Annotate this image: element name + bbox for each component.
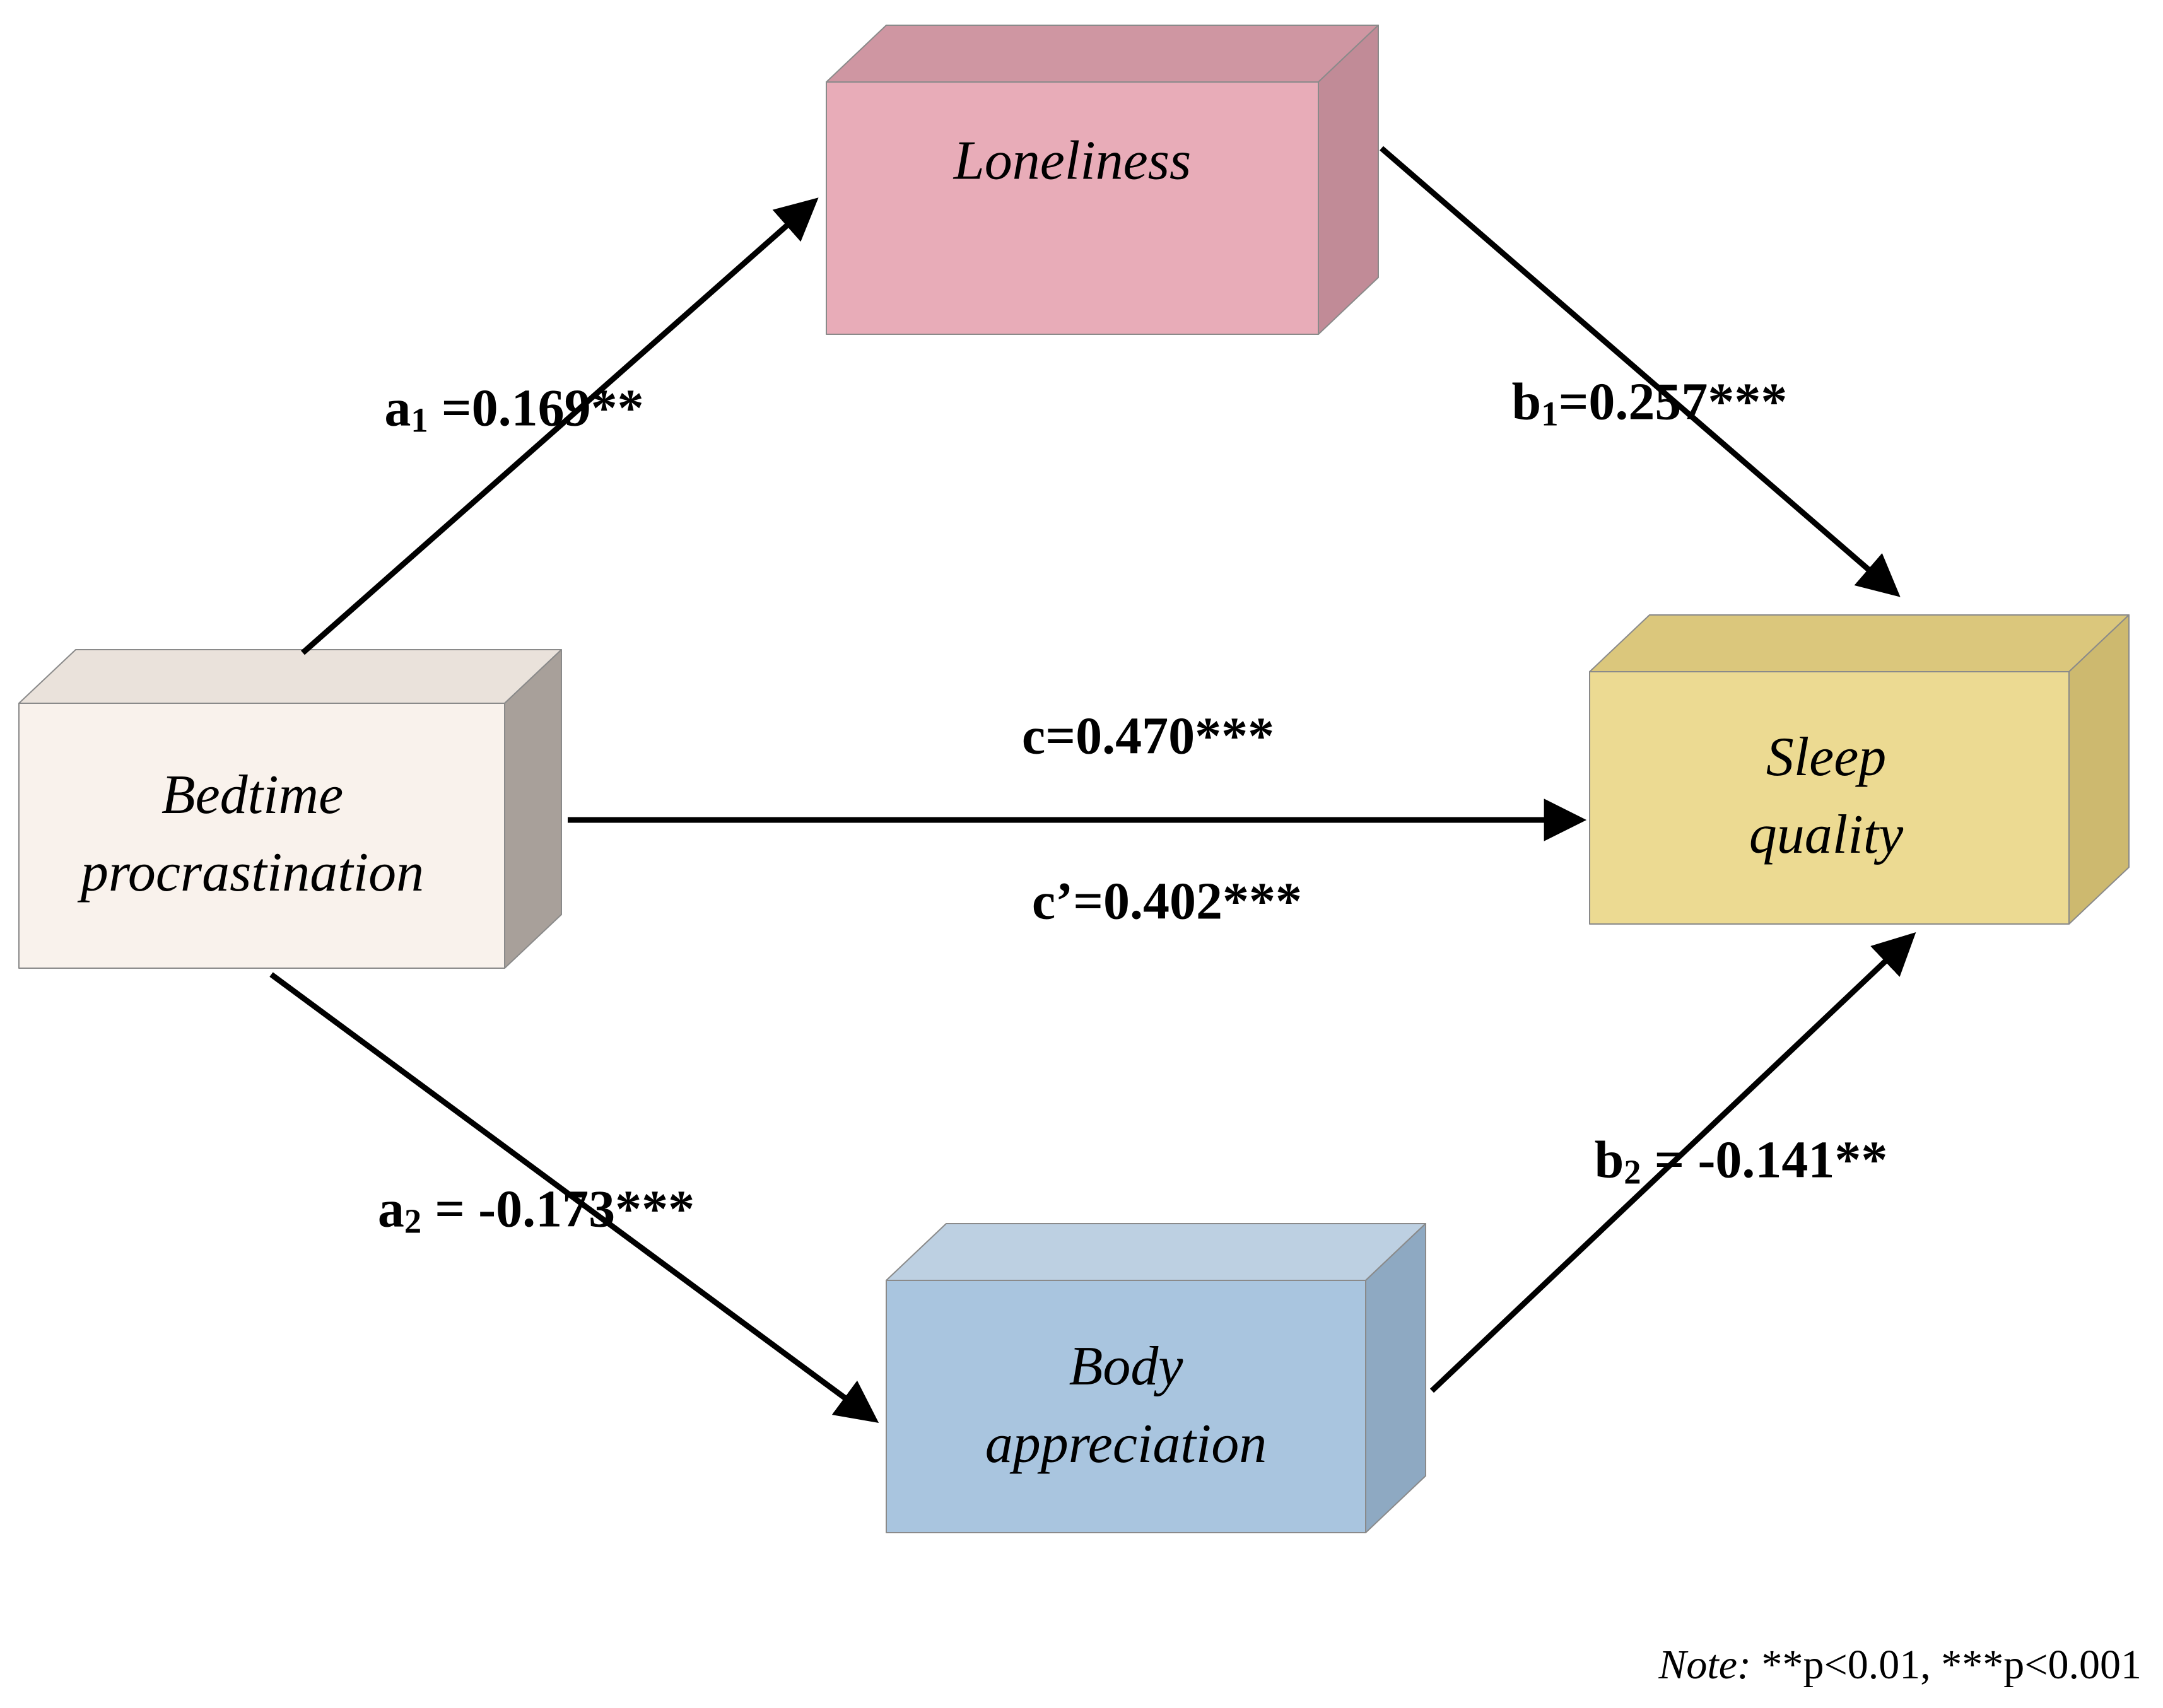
bedtime-procrastination-box [18, 649, 562, 969]
path-b2-arrow [1429, 932, 1916, 1393]
note-text: Note: **p<0.01, ***p<0.001 [1658, 1641, 2142, 1689]
body-box-top-face [886, 1223, 1426, 1281]
sleep-box-top-face [1589, 614, 2130, 672]
a1-var: a [384, 378, 411, 438]
b2-value: = -0.141** [1641, 1130, 1888, 1190]
bedtime-label-line1: Bedtime [161, 764, 344, 826]
a1-value: =0.169** [428, 378, 644, 438]
path-b1-label: b1=0.257*** [1512, 371, 1788, 434]
sleep-label-line2: quality [1749, 804, 1904, 865]
a2-sub: 2 [404, 1202, 422, 1241]
sleep-label-line1: Sleep [1766, 726, 1887, 788]
bedtime-box-top-face [18, 649, 562, 704]
note-prefix: Note: [1658, 1642, 1752, 1688]
b1-sub: 1 [1541, 394, 1559, 433]
sleep-quality-box [1589, 614, 2130, 925]
path-b1-arrow [1380, 146, 1901, 597]
bedtime-box-side-face [504, 649, 562, 969]
c-value: =0.470*** [1045, 706, 1275, 766]
body-label-line2: appreciation [985, 1413, 1267, 1475]
b2-var: b [1594, 1130, 1624, 1190]
a1-sub: 1 [411, 401, 428, 440]
path-a2-arrow [269, 972, 879, 1424]
b2-sub: 2 [1624, 1152, 1641, 1191]
body-appreciation-box [886, 1223, 1426, 1533]
sleep-box-label: Sleep quality [1749, 718, 1903, 874]
loneliness-box-front-face [826, 81, 1319, 335]
loneliness-box-label: Loneliness [954, 122, 1191, 199]
c-var: c [1021, 706, 1046, 766]
loneliness-box-top-face [826, 25, 1379, 83]
c-prime-var: c’ [1031, 872, 1074, 931]
sleep-box-front-face [1589, 671, 2070, 925]
loneliness-box [826, 25, 1379, 335]
note-body: **p<0.01, ***p<0.001 [1751, 1642, 2142, 1688]
body-box-front-face [886, 1280, 1366, 1533]
path-a1-label: a1 =0.169** [384, 378, 643, 440]
body-box-label: Body appreciation [985, 1328, 1267, 1483]
b1-value: =0.257*** [1558, 372, 1788, 431]
path-a1-arrow [301, 197, 819, 655]
a2-var: a [377, 1179, 404, 1239]
bedtime-label-line2: procrastination [80, 842, 425, 903]
loneliness-label-text: Loneliness [953, 130, 1192, 192]
path-c-prime-label: c’=0.402*** [1032, 871, 1302, 933]
c-prime-value: =0.402*** [1073, 872, 1303, 931]
bedtime-box-label: Bedtime procrastination [81, 756, 424, 911]
a2-value: = -0.173*** [421, 1179, 695, 1239]
b1-var: b [1511, 372, 1542, 431]
path-a2-label: a2 = -0.173*** [378, 1179, 695, 1241]
path-b2-label: b2 = -0.141** [1595, 1130, 1888, 1192]
bedtime-box-front-face [18, 703, 505, 969]
body-label-line1: Body [1069, 1335, 1183, 1397]
path-c-label: c=0.470*** [1022, 706, 1274, 768]
